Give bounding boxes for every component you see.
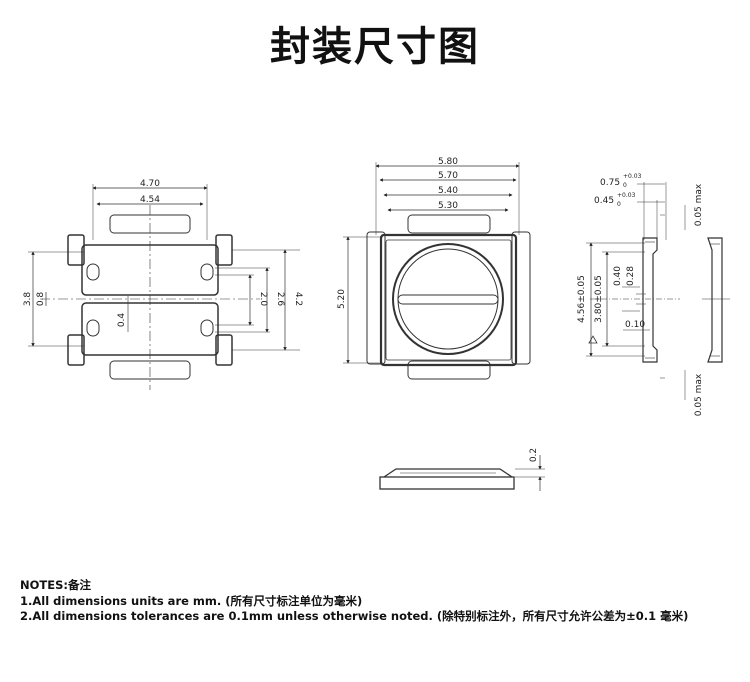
notes: NOTES:备注 1.All dimensions units are mm. …	[20, 578, 688, 625]
dim-0-2: 0.2	[529, 448, 539, 462]
side-view	[586, 182, 730, 400]
dim-4-56: 4.56±0.05	[577, 275, 587, 323]
profile-view	[379, 455, 545, 491]
dim-3-8: 3.8	[23, 292, 33, 307]
dim-0-8: 0.8	[36, 292, 46, 307]
dim-4-54: 4.54	[140, 195, 160, 205]
dim-5-40: 5.40	[438, 186, 458, 196]
dim-5-70: 5.70	[438, 171, 458, 181]
notes-line-1: 1.All dimensions units are mm. (所有尺寸标注单位…	[20, 593, 363, 608]
dim-2-0: 2.0	[258, 292, 268, 307]
page-title: 封装尺寸图	[270, 24, 480, 70]
dim-0-10: 0.10	[625, 320, 645, 330]
dim-5-80: 5.80	[438, 157, 458, 167]
notes-line-2: 2.All dimensions tolerances are 0.1mm un…	[20, 609, 689, 623]
dim-0-4: 0.4	[117, 313, 127, 328]
dim-0-75-sub: 0	[623, 182, 627, 189]
dim-2-6: 2.6	[275, 292, 285, 307]
dim-5-20: 5.20	[337, 289, 347, 309]
top-view	[343, 162, 531, 380]
dim-0-28: 0.28	[626, 266, 636, 286]
dim-0-45: 0.45	[594, 196, 614, 206]
dim-5-30: 5.30	[438, 201, 458, 211]
dim-0-75: 0.75	[600, 178, 620, 188]
dim-0-75-sup: +0.03	[623, 173, 642, 180]
dim-0-45-sup: +0.03	[617, 192, 636, 199]
dim-0-40: 0.40	[613, 266, 623, 286]
dim-0-45-sub: 0	[617, 201, 621, 208]
notes-heading: NOTES:备注	[20, 578, 91, 592]
dim-3-80: 3.80±0.05	[594, 275, 604, 323]
dim-max-top: 0.05 max	[694, 183, 704, 226]
dim-4-2: 4.2	[293, 292, 303, 306]
dim-max-bottom: 0.05 max	[694, 373, 704, 416]
left-view	[28, 184, 300, 390]
dim-4-70: 4.70	[140, 179, 160, 189]
